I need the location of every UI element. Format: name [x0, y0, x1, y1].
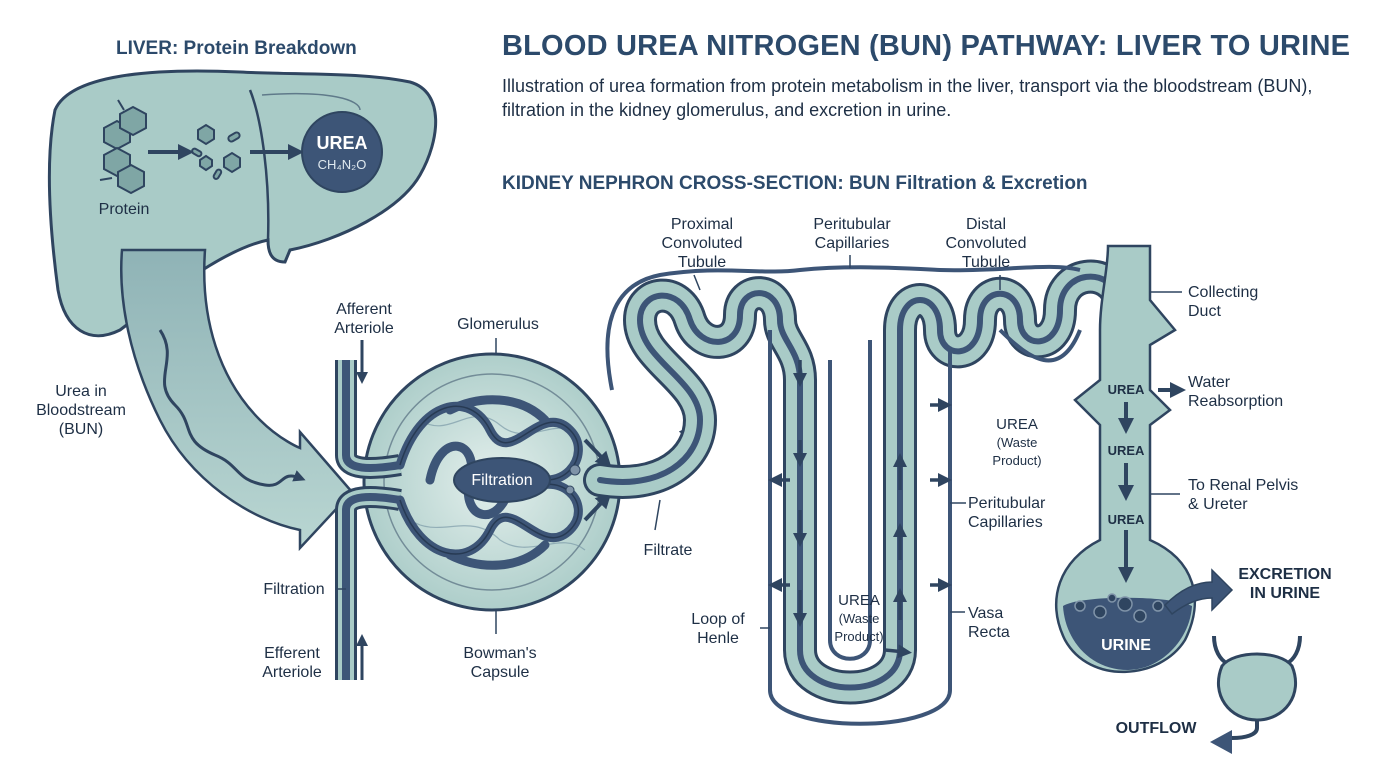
nephron-heading: KIDNEY NEPHRON CROSS-SECTION: BUN Filtra…: [502, 173, 1088, 194]
filtration-side-label: Filtration: [263, 581, 325, 598]
bloodstream-arrow: [120, 248, 354, 552]
afferent-arteriole: [335, 340, 402, 479]
renal-pelvis-label: To Renal Pelvis& Ureter: [1188, 477, 1299, 513]
urea-waste-right-label: UREA (Waste Product): [992, 416, 1042, 468]
urea-formula-label: CH₄N₂O: [317, 157, 367, 172]
liver-heading: LIVER: Protein Breakdown: [116, 38, 357, 59]
filtration-center-label: Filtration: [471, 472, 533, 489]
duct-urea-label-3: UREA: [1107, 512, 1145, 527]
bladder-organ: [1210, 635, 1302, 754]
protein-molecule-icon: [99, 99, 147, 195]
amino-fragments-icon: [191, 123, 241, 180]
leader-lines: [336, 255, 1182, 634]
duct-urea-label-1: UREA: [1107, 382, 1145, 397]
outflow-label: OUTFLOW: [1115, 720, 1197, 737]
efferent-arteriole: [335, 486, 402, 680]
peritubular-capillaries: [605, 264, 1082, 726]
urine-label: URINE: [1101, 637, 1151, 654]
duct-flow-arrows: [1118, 382, 1186, 583]
duct-urea-label-2: UREA: [1107, 443, 1145, 458]
urea-waste-loop-label: UREA (Waste Product): [834, 592, 884, 644]
urea-molecule-badge: [301, 111, 383, 193]
nephron-tubule: [583, 259, 1137, 705]
protein-label: Protein: [98, 201, 150, 218]
urea-badge-label: UREA: [316, 133, 368, 153]
page-subtitle: Illustration of urea formation from prot…: [502, 76, 1313, 120]
collecting-duct: [1055, 244, 1197, 674]
excretion-arrow: [1164, 568, 1234, 616]
filtrate-label: Filtrate: [643, 542, 693, 559]
filtration-center-badge: [453, 457, 551, 503]
page-title: BLOOD UREA NITROGEN (BUN) PATHWAY: LIVER…: [502, 30, 1351, 62]
glomerulus-label: Glomerulus: [457, 316, 539, 333]
